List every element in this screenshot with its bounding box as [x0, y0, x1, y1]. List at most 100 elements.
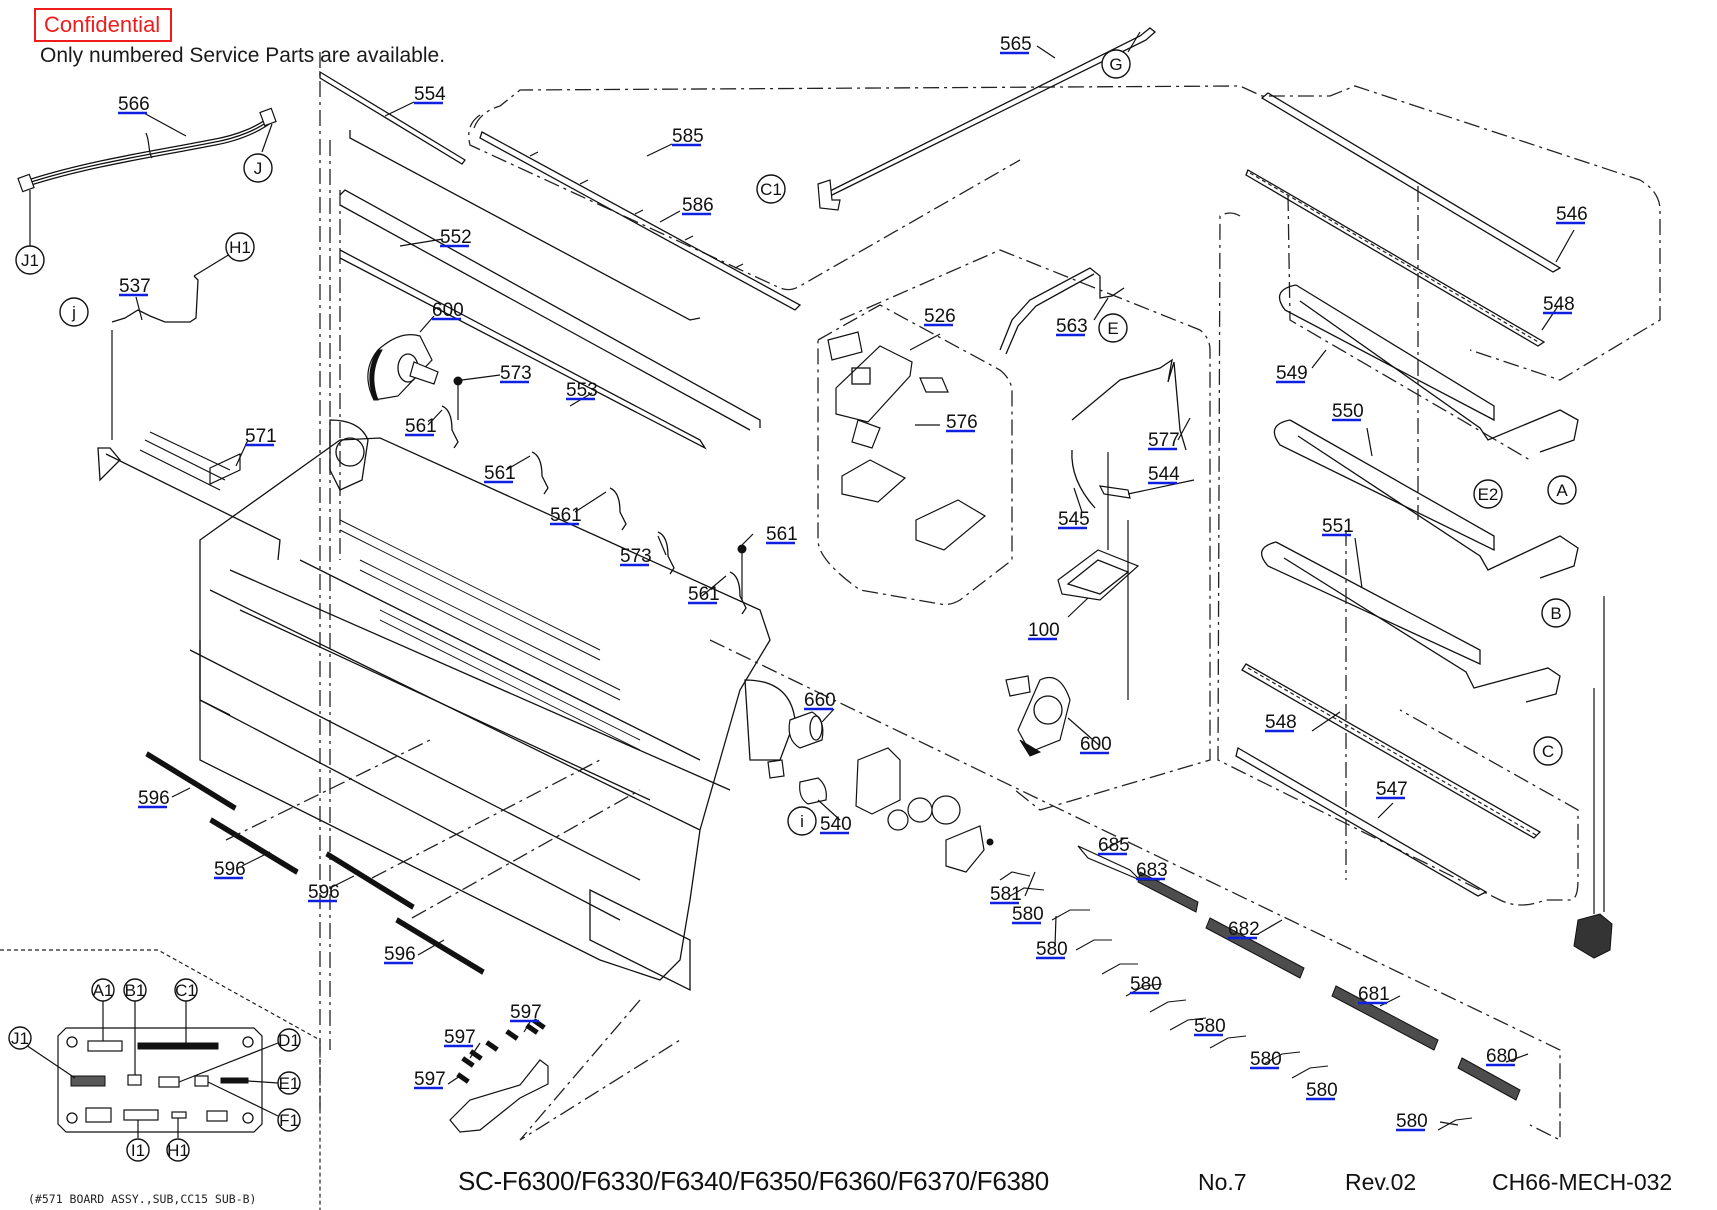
part-586-ffc [479, 131, 802, 311]
part-label[interactable]: 600 [1080, 734, 1112, 755]
part-600-roll-holder-right [1005, 675, 1071, 757]
part-label[interactable]: 597 [510, 1002, 542, 1023]
part-label[interactable]: 580 [1012, 904, 1044, 925]
part-label[interactable]: 553 [566, 380, 598, 401]
part-label[interactable]: 549 [1276, 363, 1308, 384]
part-label[interactable]: 552 [440, 227, 472, 248]
part-563-ffc [999, 267, 1125, 355]
part-label[interactable]: 547 [1376, 779, 1408, 800]
part-573-a [453, 376, 463, 386]
part-label[interactable]: 565 [1000, 34, 1032, 55]
svg-text:E1: E1 [279, 1074, 300, 1093]
part-label[interactable]: 545 [1058, 509, 1090, 530]
part-label[interactable]: 580 [1036, 939, 1068, 960]
svg-text:537: 537 [119, 276, 151, 297]
part-577-cable [1071, 358, 1187, 509]
part-label[interactable]: 581 [990, 884, 1022, 905]
service-parts-notice: Only numbered Service Parts are availabl… [40, 44, 446, 67]
footer-model-list: SC-F6300/F6330/F6340/F6350/F6360/F6370/F… [458, 1166, 1049, 1196]
svg-text:100: 100 [1028, 620, 1060, 641]
boundary-right-mid [1287, 194, 1531, 461]
connector-ref-B: B [1541, 598, 1571, 628]
part-label[interactable]: 573 [500, 363, 532, 384]
part-label[interactable]: 597 [444, 1027, 476, 1048]
svg-text:565: 565 [1000, 34, 1032, 55]
part-label[interactable]: 597 [414, 1069, 446, 1090]
svg-text:580: 580 [1012, 904, 1044, 925]
part-label[interactable]: 537 [119, 276, 151, 297]
svg-text:597: 597 [414, 1069, 446, 1090]
part-label[interactable]: 100 [1028, 620, 1060, 641]
part-label[interactable]: 685 [1098, 835, 1130, 856]
part-label[interactable]: 580 [1306, 1080, 1338, 1101]
svg-text:550: 550 [1332, 401, 1364, 422]
part-label[interactable]: 680 [1486, 1046, 1518, 1067]
part-label[interactable]: 540 [820, 814, 852, 835]
boundary-right-outer [1217, 212, 1579, 906]
svg-text:I1: I1 [131, 1141, 145, 1160]
part-label[interactable]: 585 [672, 126, 704, 147]
part-596-strips [145, 739, 641, 975]
part-label[interactable]: 561 [766, 524, 798, 545]
part-566-cable [17, 107, 277, 248]
svg-text:600: 600 [432, 300, 464, 321]
svg-text:573: 573 [500, 363, 532, 384]
boundary-panel-outer [839, 249, 1211, 811]
connector-ref-E: E [1098, 313, 1128, 343]
part-label[interactable]: 660 [804, 690, 836, 711]
part-label[interactable]: 563 [1056, 316, 1088, 337]
part-label[interactable]: 548 [1543, 294, 1575, 315]
part-label[interactable]: 683 [1136, 860, 1168, 881]
part-546-ffc [1260, 92, 1562, 273]
part-label[interactable]: 596 [138, 788, 170, 809]
svg-text:j: j [71, 303, 76, 322]
part-number-labels: 566 554 565 585 586 552 537 600 573 553 … [118, 34, 1588, 1132]
part-label[interactable]: 681 [1358, 984, 1390, 1005]
part-label[interactable]: 596 [308, 882, 340, 903]
part-680-685-rollers [999, 845, 1521, 1131]
part-label[interactable]: 546 [1556, 204, 1588, 225]
part-label[interactable]: 580 [1130, 974, 1162, 995]
part-548-scale-top [1245, 169, 1546, 347]
part-label[interactable]: 551 [1322, 516, 1354, 537]
svg-text:561: 561 [405, 416, 437, 437]
part-label[interactable]: 561 [484, 463, 516, 484]
board-connector-D1: D1 [277, 1028, 301, 1052]
connector-ref-i: i [787, 806, 817, 836]
part-label[interactable]: 554 [414, 84, 446, 105]
part-label[interactable]: 566 [118, 94, 150, 115]
part-label[interactable]: 576 [946, 412, 978, 433]
part-label[interactable]: 561 [550, 505, 582, 526]
part-label[interactable]: 596 [214, 859, 246, 880]
part-label[interactable]: 544 [1148, 464, 1180, 485]
part-label[interactable]: 550 [1332, 401, 1364, 422]
part-label[interactable]: 682 [1228, 919, 1260, 940]
part-label[interactable]: 561 [688, 584, 720, 605]
part-label[interactable]: 577 [1148, 430, 1180, 451]
part-561-sensors [441, 405, 747, 615]
part-label[interactable]: 573 [620, 546, 652, 567]
footer-revision: Rev.02 [1345, 1169, 1417, 1195]
part-label[interactable]: 548 [1265, 712, 1297, 733]
part-label[interactable]: 580 [1194, 1016, 1226, 1037]
part-label[interactable]: 526 [924, 306, 956, 327]
svg-text:576: 576 [946, 412, 978, 433]
svg-text:C1: C1 [760, 180, 782, 199]
part-label[interactable]: 586 [682, 195, 714, 216]
part-label[interactable]: 580 [1250, 1049, 1282, 1070]
board-connector-E1: E1 [277, 1071, 301, 1095]
svg-text:A: A [1556, 481, 1568, 500]
part-label[interactable]: 596 [384, 944, 416, 965]
part-label[interactable]: 600 [432, 300, 464, 321]
connector-ref-J1: J1 [15, 245, 45, 275]
svg-text:581: 581 [990, 884, 1022, 905]
part-label[interactable]: 580 [1396, 1111, 1428, 1132]
svg-text:596: 596 [384, 944, 416, 965]
board-inset-caption: (#571 BOARD ASSY.,SUB,CC15 SUB-B) [28, 1192, 257, 1206]
svg-text:J: J [254, 159, 263, 178]
leader-lines [135, 45, 1575, 1126]
part-label[interactable]: 571 [245, 426, 277, 447]
part-label[interactable]: 561 [405, 416, 437, 437]
svg-text:597: 597 [444, 1027, 476, 1048]
